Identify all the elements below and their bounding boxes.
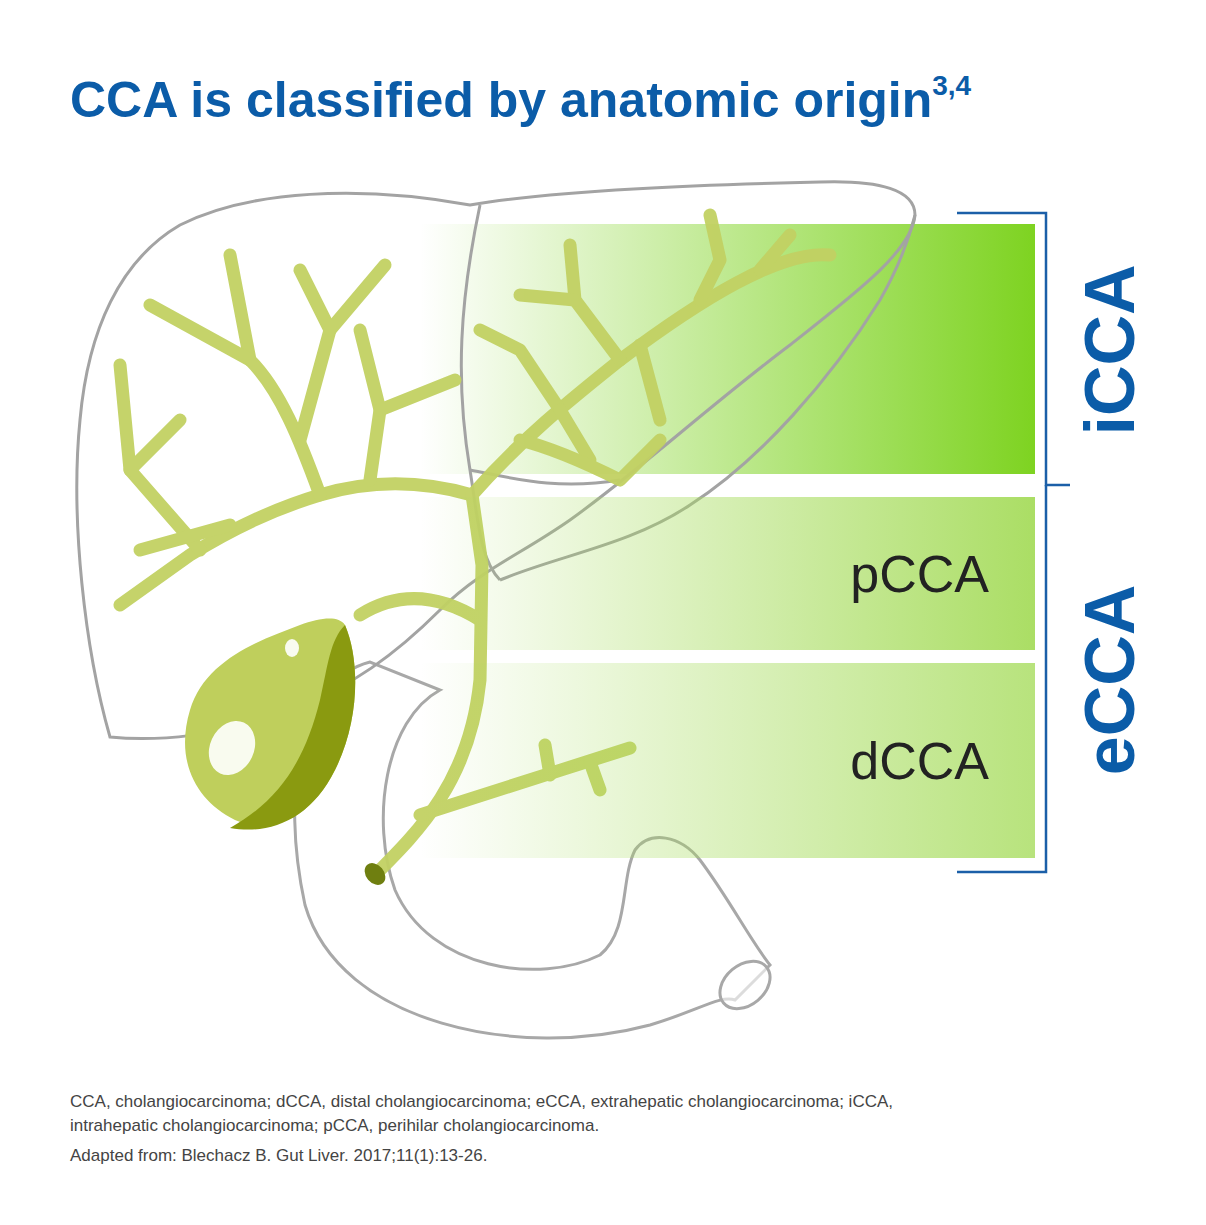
title-block: CCA is classified by anatomic origin3,4 — [70, 70, 971, 129]
liver-outline — [77, 182, 915, 739]
group-label: iCCA — [1070, 264, 1150, 435]
region-band: pCCA — [420, 497, 1035, 650]
superscript-ref: 3,4 — [932, 70, 971, 101]
band-label: pCCA — [850, 544, 989, 604]
citation: Adapted from: Blechacz B. Gut Liver. 201… — [70, 1144, 1070, 1168]
icca-band — [420, 224, 1035, 474]
region-band: dCCA — [420, 663, 1035, 858]
gallbladder — [185, 619, 390, 889]
group-label: eCCA — [1070, 585, 1150, 776]
band-label: dCCA — [850, 731, 989, 791]
caption: CCA, cholangiocarcinoma; dCCA, distal ch… — [70, 1090, 970, 1138]
title: CCA is classified by anatomic origin — [70, 72, 932, 128]
